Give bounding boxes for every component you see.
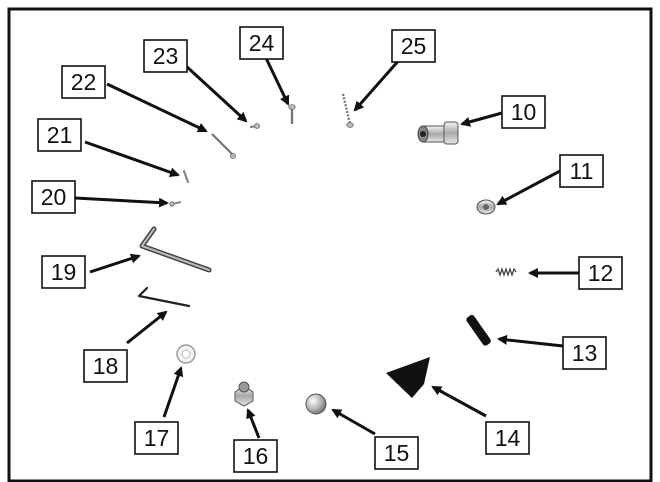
wood-screw-part bbox=[341, 93, 354, 128]
callout-label: 23 bbox=[153, 43, 179, 69]
callout-label: 14 bbox=[495, 425, 521, 451]
callout-24: 24 bbox=[239, 26, 284, 60]
callout-20: 20 bbox=[31, 180, 76, 214]
arrow-25 bbox=[353, 58, 402, 112]
callout-13: 13 bbox=[562, 336, 607, 370]
arrow-24 bbox=[264, 57, 290, 106]
callout-22: 22 bbox=[61, 65, 106, 99]
tiny-screw-part bbox=[169, 201, 182, 207]
arrow-23 bbox=[184, 64, 248, 123]
arrow-13 bbox=[497, 334, 564, 348]
arrow-16 bbox=[246, 408, 261, 439]
callout-18: 18 bbox=[83, 349, 128, 383]
callout-23: 23 bbox=[143, 39, 188, 73]
callout-label: 22 bbox=[71, 69, 97, 95]
black-tab-part bbox=[386, 357, 430, 398]
hex-key-part bbox=[139, 226, 212, 273]
callout-11: 11 bbox=[559, 154, 604, 188]
arrow-14 bbox=[431, 385, 487, 418]
callout-25: 25 bbox=[391, 29, 436, 63]
callout-16: 16 bbox=[233, 439, 278, 473]
retaining-nut-part bbox=[476, 199, 496, 215]
arrow-20 bbox=[74, 196, 169, 208]
short-screw-part bbox=[249, 123, 260, 129]
callout-10: 10 bbox=[501, 95, 546, 129]
callout-label: 20 bbox=[41, 184, 67, 210]
machine-screw-part bbox=[288, 104, 296, 124]
arrow-11 bbox=[496, 169, 561, 206]
small-pin-part bbox=[182, 169, 190, 184]
arrow-15 bbox=[331, 408, 376, 436]
callout-label: 16 bbox=[243, 443, 269, 469]
washer-part bbox=[176, 344, 196, 364]
callout-15: 15 bbox=[374, 436, 419, 470]
arrow-19 bbox=[89, 253, 141, 274]
callout-14: 14 bbox=[485, 421, 530, 455]
diagram-frame bbox=[7, 7, 653, 482]
callout-label: 10 bbox=[511, 99, 537, 125]
leader-arrows bbox=[74, 57, 579, 439]
callout-label: 12 bbox=[588, 260, 614, 286]
callout-12: 12 bbox=[578, 256, 623, 290]
arrow-18 bbox=[126, 310, 168, 345]
callout-label: 15 bbox=[384, 440, 410, 466]
callout-label: 21 bbox=[47, 122, 73, 148]
small-hex-key-part bbox=[137, 286, 191, 308]
arrow-17 bbox=[162, 366, 184, 418]
hex-nut-part bbox=[234, 381, 254, 407]
pin-body-part bbox=[417, 121, 459, 145]
callout-label: 19 bbox=[51, 259, 77, 285]
callout-21: 21 bbox=[37, 118, 82, 152]
rubber-pad-part bbox=[466, 314, 491, 346]
callout-label: 17 bbox=[144, 425, 170, 451]
arrow-10 bbox=[460, 111, 503, 127]
spring-part bbox=[495, 266, 517, 278]
dome-cap-part bbox=[305, 393, 327, 415]
callout-label: 13 bbox=[572, 340, 598, 366]
callout-label: 11 bbox=[570, 158, 594, 184]
callout-label: 25 bbox=[401, 33, 427, 59]
callout-label: 24 bbox=[249, 30, 275, 56]
arrow-22 bbox=[106, 82, 208, 133]
callout-label: 18 bbox=[93, 353, 119, 379]
callout-17: 17 bbox=[134, 421, 179, 455]
callout-19: 19 bbox=[41, 255, 86, 289]
long-screw-part bbox=[211, 133, 236, 159]
arrow-21 bbox=[84, 140, 180, 178]
